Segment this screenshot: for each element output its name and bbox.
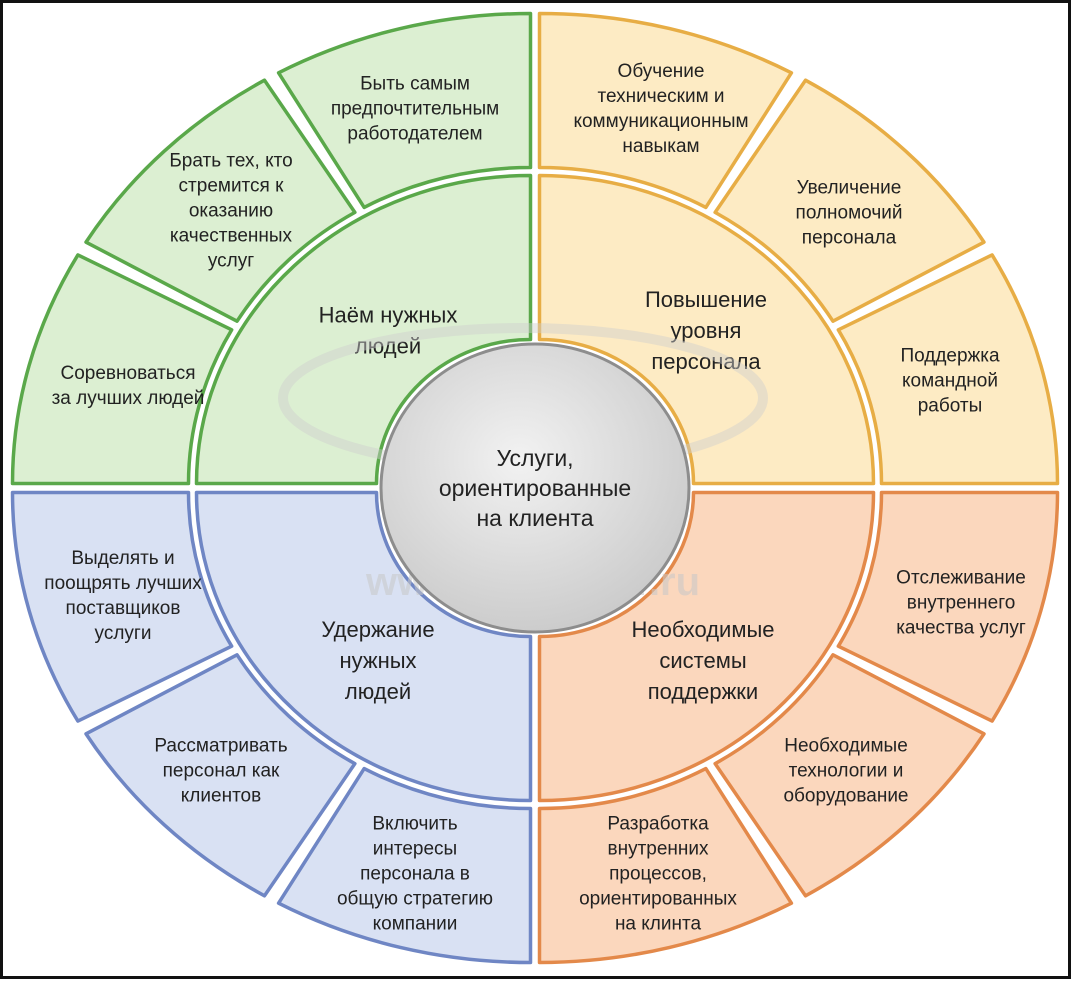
- outer-segment-retention-2: [84, 653, 357, 898]
- outer-segment-hiring-2: [84, 78, 357, 323]
- outer-segment-development-2: [713, 78, 986, 323]
- outer-segment-development-3: [836, 253, 1060, 486]
- outer-segment-support-1: [836, 490, 1060, 723]
- inner-segment-development: [537, 173, 876, 486]
- inner-segment-hiring: [194, 173, 533, 486]
- outer-segment-retention-3: [10, 490, 234, 723]
- inner-segment-support: [537, 490, 876, 803]
- outer-segment-retention-1: [276, 766, 533, 965]
- outer-segment-hiring-3: [276, 11, 533, 210]
- inner-segment-retention: [194, 490, 533, 803]
- outer-segment-development-1: [537, 11, 794, 210]
- outer-segment-hiring-1: [10, 253, 234, 486]
- outer-segment-support-2: [713, 653, 986, 898]
- outer-segment-support-3: [537, 766, 794, 965]
